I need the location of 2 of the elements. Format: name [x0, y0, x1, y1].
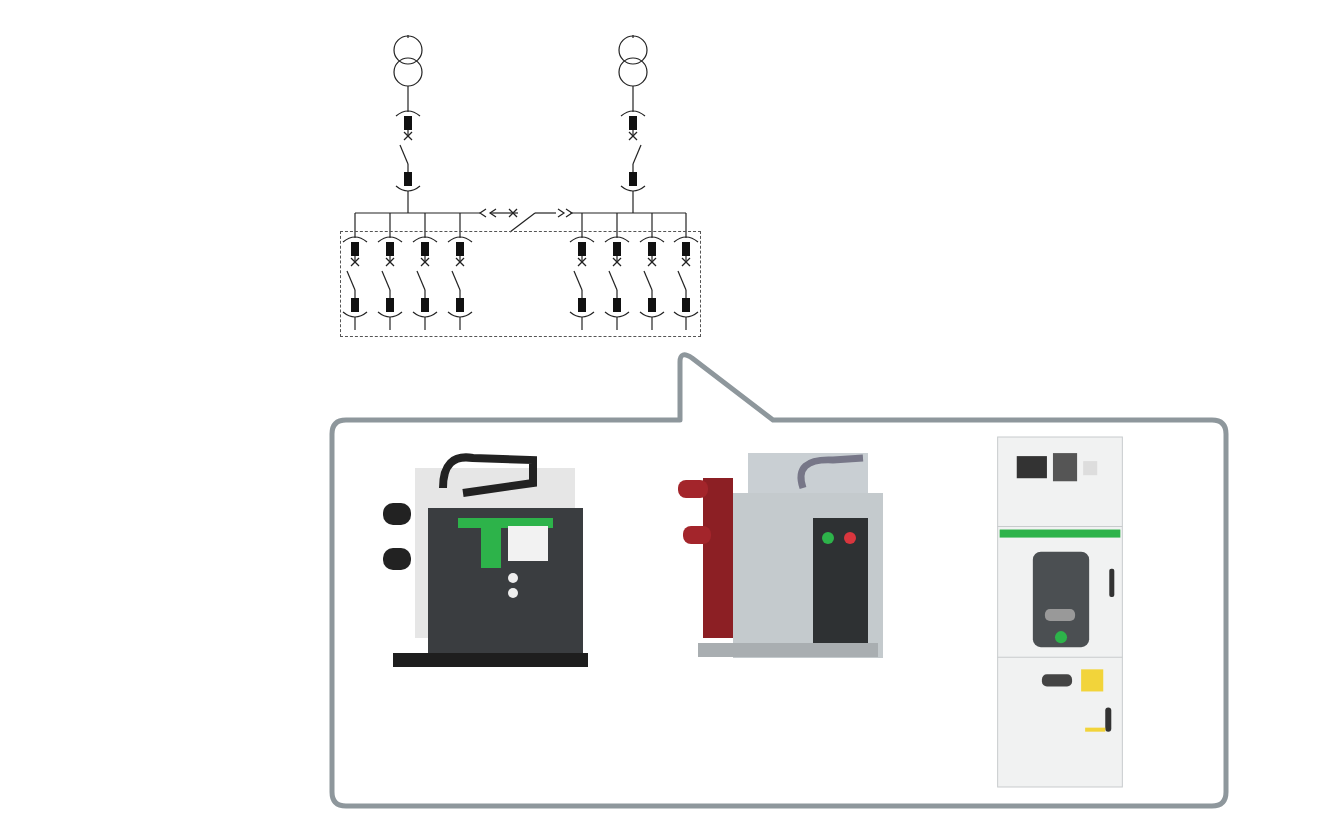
dashed-group-frame — [340, 231, 701, 337]
switchgear-cabinet-drawing — [996, 436, 1124, 788]
